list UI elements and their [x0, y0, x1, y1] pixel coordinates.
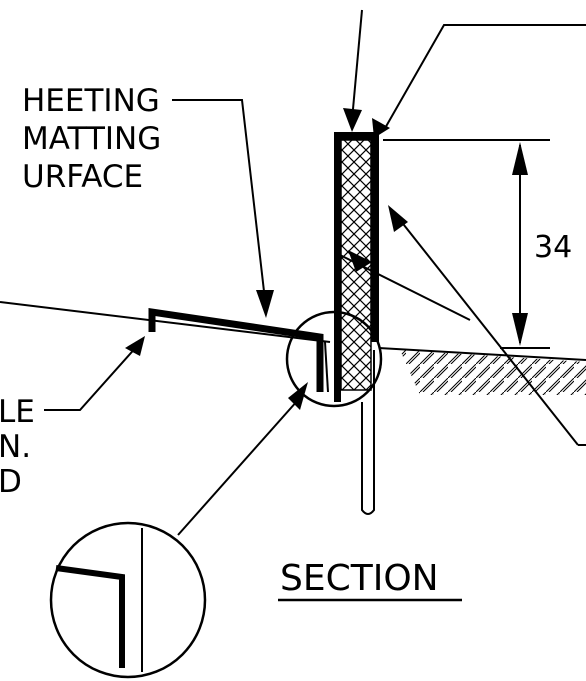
label-matting: MATTING: [22, 121, 161, 157]
enlarged-detail-circle: [49, 521, 207, 679]
section-title: SECTION: [280, 558, 439, 599]
top-leaders: [343, 9, 586, 138]
dimension-value: 34: [534, 230, 572, 265]
detail-circle: [285, 310, 383, 408]
label-sheeting: HEETING: [22, 83, 160, 119]
right-leaders: [339, 205, 586, 446]
label-left-2: N.: [0, 429, 31, 465]
ground: [0, 301, 586, 395]
dimension-line: [383, 139, 550, 349]
detail-leader: [177, 382, 308, 536]
matting-overlay: [148, 307, 329, 393]
label-left-1: LE: [0, 394, 35, 430]
barrier-wall: [334, 132, 379, 515]
label-leader-bottom: [44, 336, 145, 411]
label-left-3: D: [0, 464, 22, 500]
label-surface: URFACE: [22, 159, 143, 195]
enlarged-detail: [55, 528, 143, 672]
label-leader-top: [172, 99, 274, 318]
